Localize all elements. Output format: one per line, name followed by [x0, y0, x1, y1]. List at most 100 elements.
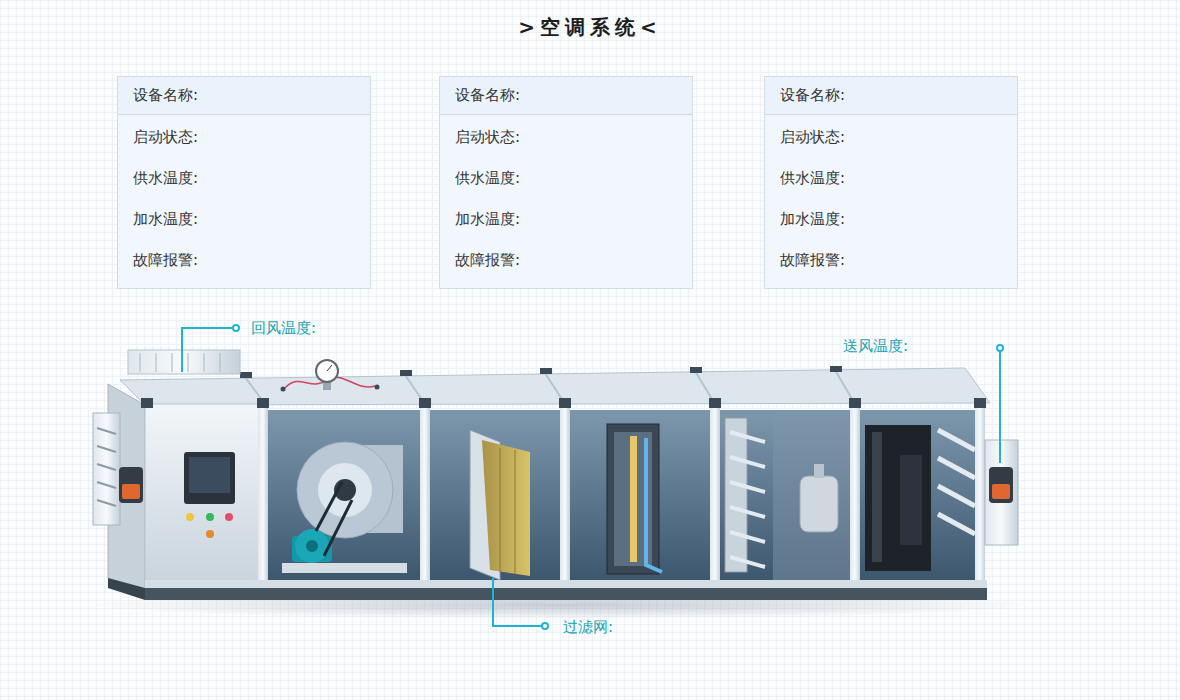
illustration-polygon: [108, 578, 145, 600]
illustration-line: [97, 482, 116, 488]
panel-fields: 启动状态:供水温度:加水温度:故障报警:: [118, 115, 370, 281]
illustration-polyline: [182, 328, 233, 372]
illustration-line: [938, 430, 975, 450]
illustration-line: [140, 353, 141, 372]
illustration-rect: [849, 398, 861, 408]
panel-header: 设备名称:: [440, 77, 692, 115]
illustration-polyline: [999, 351, 1001, 463]
illustration-circle: [375, 385, 380, 390]
illustration-rect: [725, 418, 747, 572]
illustration-line: [97, 446, 116, 452]
illustration-line: [730, 482, 765, 492]
supply-fan: [865, 425, 975, 571]
panel-field: 启动状态:: [765, 117, 1017, 158]
illustration-line: [500, 448, 501, 572]
illustration-line: [730, 457, 765, 467]
info-panel: 设备名称:启动状态:供水温度:加水温度:故障报警:: [764, 76, 1018, 289]
illustration-rect: [419, 398, 431, 408]
illustration-rect: [257, 398, 269, 408]
leader-lines: [182, 325, 1003, 629]
illustration-line: [97, 464, 116, 470]
illustration-circle: [281, 387, 286, 392]
illustration-rect: [850, 402, 860, 584]
illustration-line: [324, 500, 352, 556]
illustration-circle: [542, 623, 548, 629]
panel-header: 设备名称:: [118, 77, 370, 115]
illustration-rect: [141, 398, 153, 408]
info-panel: 设备名称:启动状态:供水温度:加水温度:故障报警:: [117, 76, 371, 289]
illustration-line: [938, 514, 975, 534]
illustration-polyline: [493, 578, 542, 626]
illustration-line: [730, 532, 765, 542]
illustration-circle: [306, 540, 318, 552]
illustration-rect: [420, 402, 430, 584]
illustration-line: [938, 458, 975, 478]
supply-outlet: [985, 440, 1018, 545]
illustration-rect: [814, 464, 824, 478]
base-rail: [108, 578, 987, 600]
illustration-line: [730, 557, 765, 567]
illustration-line: [515, 450, 516, 574]
illustration-circle: [233, 325, 239, 331]
illustration-circle: [206, 530, 214, 538]
illustration-circle: [297, 442, 393, 538]
panel-fields: 启动状态:供水温度:加水温度:故障报警:: [440, 115, 692, 281]
illustration-rect: [800, 476, 838, 532]
heater-coil: [725, 418, 765, 572]
illustration-circle: [206, 513, 214, 521]
illustration-line: [938, 486, 975, 506]
panel-field: 启动状态:: [118, 117, 370, 158]
illustration-rect: [145, 580, 987, 588]
illustration-rect: [145, 588, 987, 600]
illustration-rect: [560, 402, 570, 584]
illustration-circle: [997, 345, 1003, 351]
illustration-path: [646, 438, 662, 572]
illustration-rect: [145, 404, 265, 582]
illustration-rect: [710, 402, 720, 584]
illustration-line: [730, 432, 765, 442]
panel-field: 供水温度:: [765, 158, 1017, 199]
illustration-rect: [630, 436, 637, 562]
panel-field: 加水温度:: [118, 199, 370, 240]
illustration-rect: [119, 467, 143, 503]
panel-fields: 启动状态:供水温度:加水温度:故障报警:: [765, 115, 1017, 281]
illustration-circle: [186, 513, 194, 521]
illustration-rect: [607, 424, 659, 574]
cooling-coil: [607, 424, 662, 574]
illustration-line: [156, 353, 157, 372]
info-panel: 设备名称:启动状态:供水温度:加水温度:故障报警:: [439, 76, 693, 289]
filter: [470, 430, 530, 580]
fan: [282, 442, 407, 573]
panel-header: 设备名称:: [765, 77, 1017, 115]
illustration-line: [97, 500, 116, 506]
illustration-line: [97, 428, 116, 434]
illustration-line: [220, 353, 221, 372]
illustration-rect: [128, 350, 240, 374]
illustration-line: [327, 365, 332, 371]
illustration-rect: [773, 410, 851, 582]
pressure-gauge: [281, 360, 380, 392]
temperature-sensors: [119, 467, 1013, 503]
illustration-rect: [830, 366, 842, 372]
diagram-title: >空调系统<: [0, 12, 1180, 42]
illustration-rect: [122, 484, 140, 499]
illustration-line: [730, 507, 765, 517]
interior: [268, 410, 978, 582]
illustration-rect: [974, 398, 986, 408]
illustration-rect: [709, 398, 721, 408]
panel-field: 故障报警:: [440, 240, 692, 281]
panel-field: 供水温度:: [118, 158, 370, 199]
callout-label: 过滤网:: [563, 617, 613, 637]
humidifier: [773, 410, 851, 582]
illustration-line: [204, 353, 205, 372]
illustration-rect: [559, 398, 571, 408]
callout-label: 回风温度:: [251, 318, 316, 338]
illustration-rect: [258, 402, 268, 584]
panel-field: 故障报警:: [765, 240, 1017, 281]
return-air-box: [128, 350, 240, 374]
illustration-rect: [240, 372, 252, 378]
callout-label: 送风温度:: [843, 336, 908, 356]
illustration-rect: [540, 368, 552, 374]
illustration-rect: [93, 413, 120, 525]
